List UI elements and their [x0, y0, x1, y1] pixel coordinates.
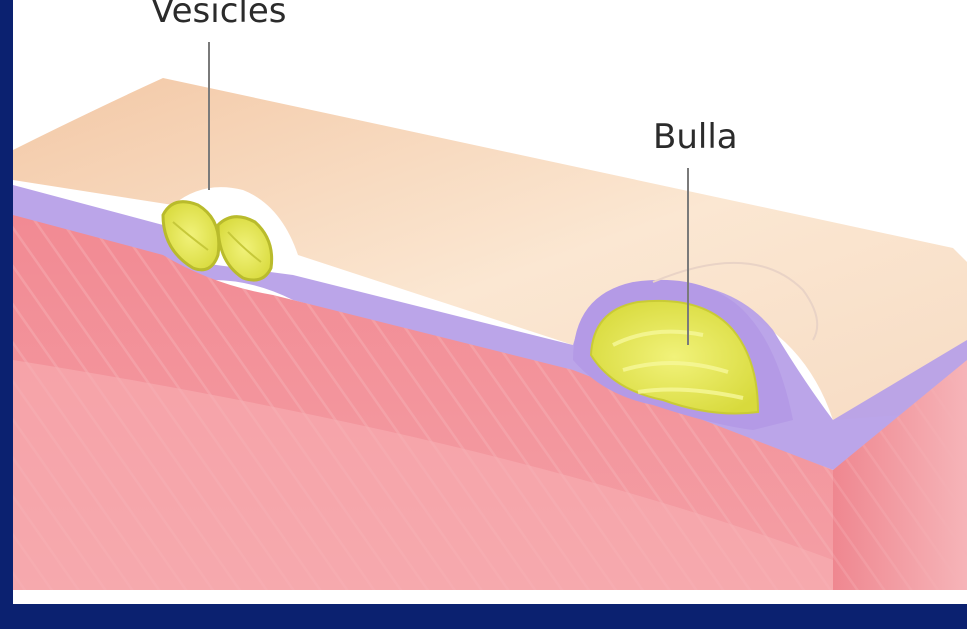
vesicles-label: Vesicles	[151, 0, 286, 28]
skin-cross-section-diagram	[13, 0, 967, 604]
diagram-panel: Vesicles Bulla	[13, 0, 967, 604]
bulla-label: Bulla	[653, 120, 738, 154]
bottom-background	[13, 590, 967, 604]
